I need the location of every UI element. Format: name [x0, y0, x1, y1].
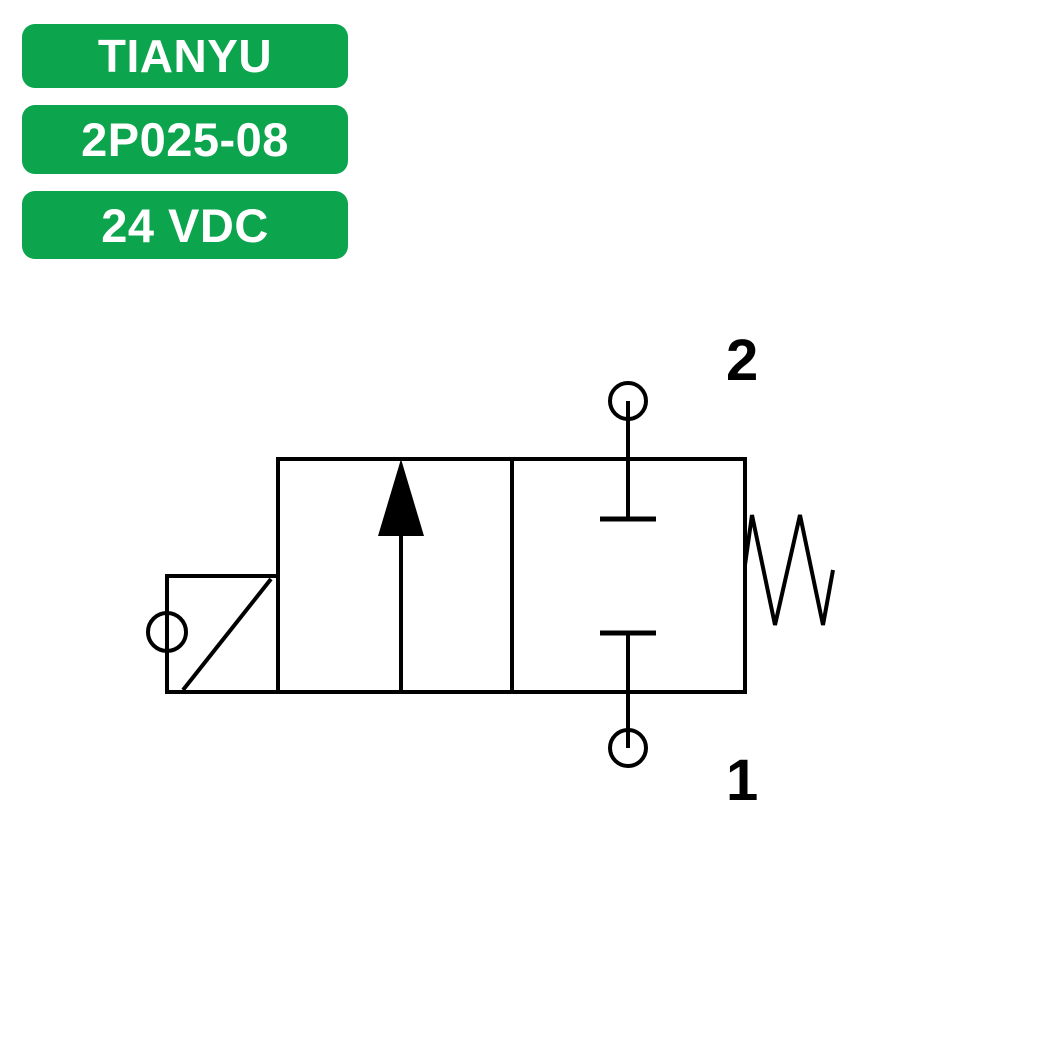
badge-brand: TIANYU — [22, 24, 348, 88]
flow-arrow-head-icon — [378, 459, 424, 536]
product-badge-stack: TIANYU 2P025-08 24 VDC — [22, 24, 348, 259]
badge-brand-label: TIANYU — [97, 30, 273, 82]
return-spring-icon — [743, 514, 835, 626]
port-1-circle-icon — [608, 728, 648, 768]
port-1-label: 1 — [726, 748, 759, 813]
port-2-label: 2 — [726, 328, 759, 393]
badge-model-label: 2P025-08 — [81, 113, 289, 166]
badge-voltage: 24 VDC — [22, 191, 348, 259]
solenoid-coil-circle — [146, 611, 188, 653]
solenoid-diagonal-line — [181, 577, 273, 692]
badge-model: 2P025-08 — [22, 105, 348, 174]
port-2-circle-icon — [608, 381, 648, 421]
badge-voltage-label: 24 VDC — [101, 198, 269, 252]
